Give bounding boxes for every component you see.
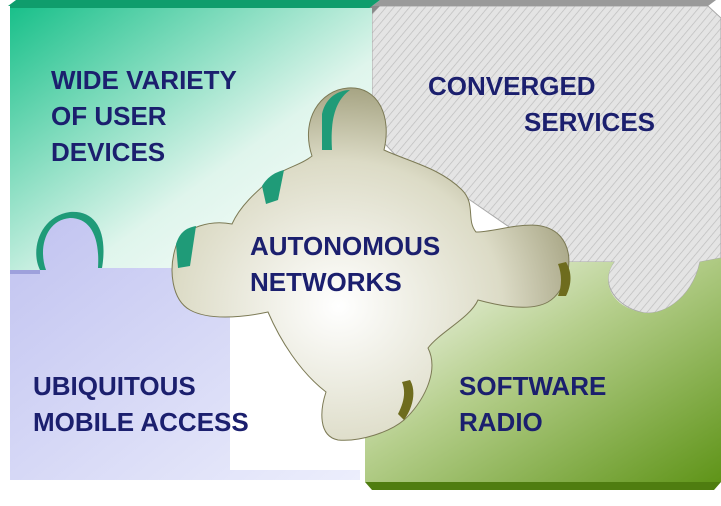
- piece-ubiquitous-mobile-access: [10, 211, 360, 480]
- label-converged-services: CONVERGED SERVICES: [428, 68, 655, 140]
- label-line: NETWORKS: [250, 267, 402, 297]
- label-line: SOFTWARE: [459, 371, 607, 401]
- label-line: AUTONOMOUS: [250, 231, 441, 261]
- label-line: UBIQUITOUS: [33, 371, 196, 401]
- label-line: MOBILE ACCESS: [33, 407, 249, 437]
- label-line: DEVICES: [51, 137, 166, 167]
- label-wide-variety: WIDE VARIETY OF USER DEVICES: [51, 62, 237, 170]
- label-autonomous-networks: AUTONOMOUS NETWORKS: [250, 228, 440, 300]
- label-line: OF USER: [51, 101, 167, 131]
- label-line: RADIO: [459, 407, 543, 437]
- label-line: SERVICES: [524, 107, 656, 137]
- label-line: WIDE VARIETY: [51, 65, 237, 95]
- label-software-radio: SOFTWARE RADIO: [459, 368, 606, 440]
- piece-autonomous-networks: [171, 87, 571, 441]
- label-ubiquitous-mobile-access: UBIQUITOUS MOBILE ACCESS: [33, 368, 249, 440]
- label-line: CONVERGED: [428, 71, 596, 101]
